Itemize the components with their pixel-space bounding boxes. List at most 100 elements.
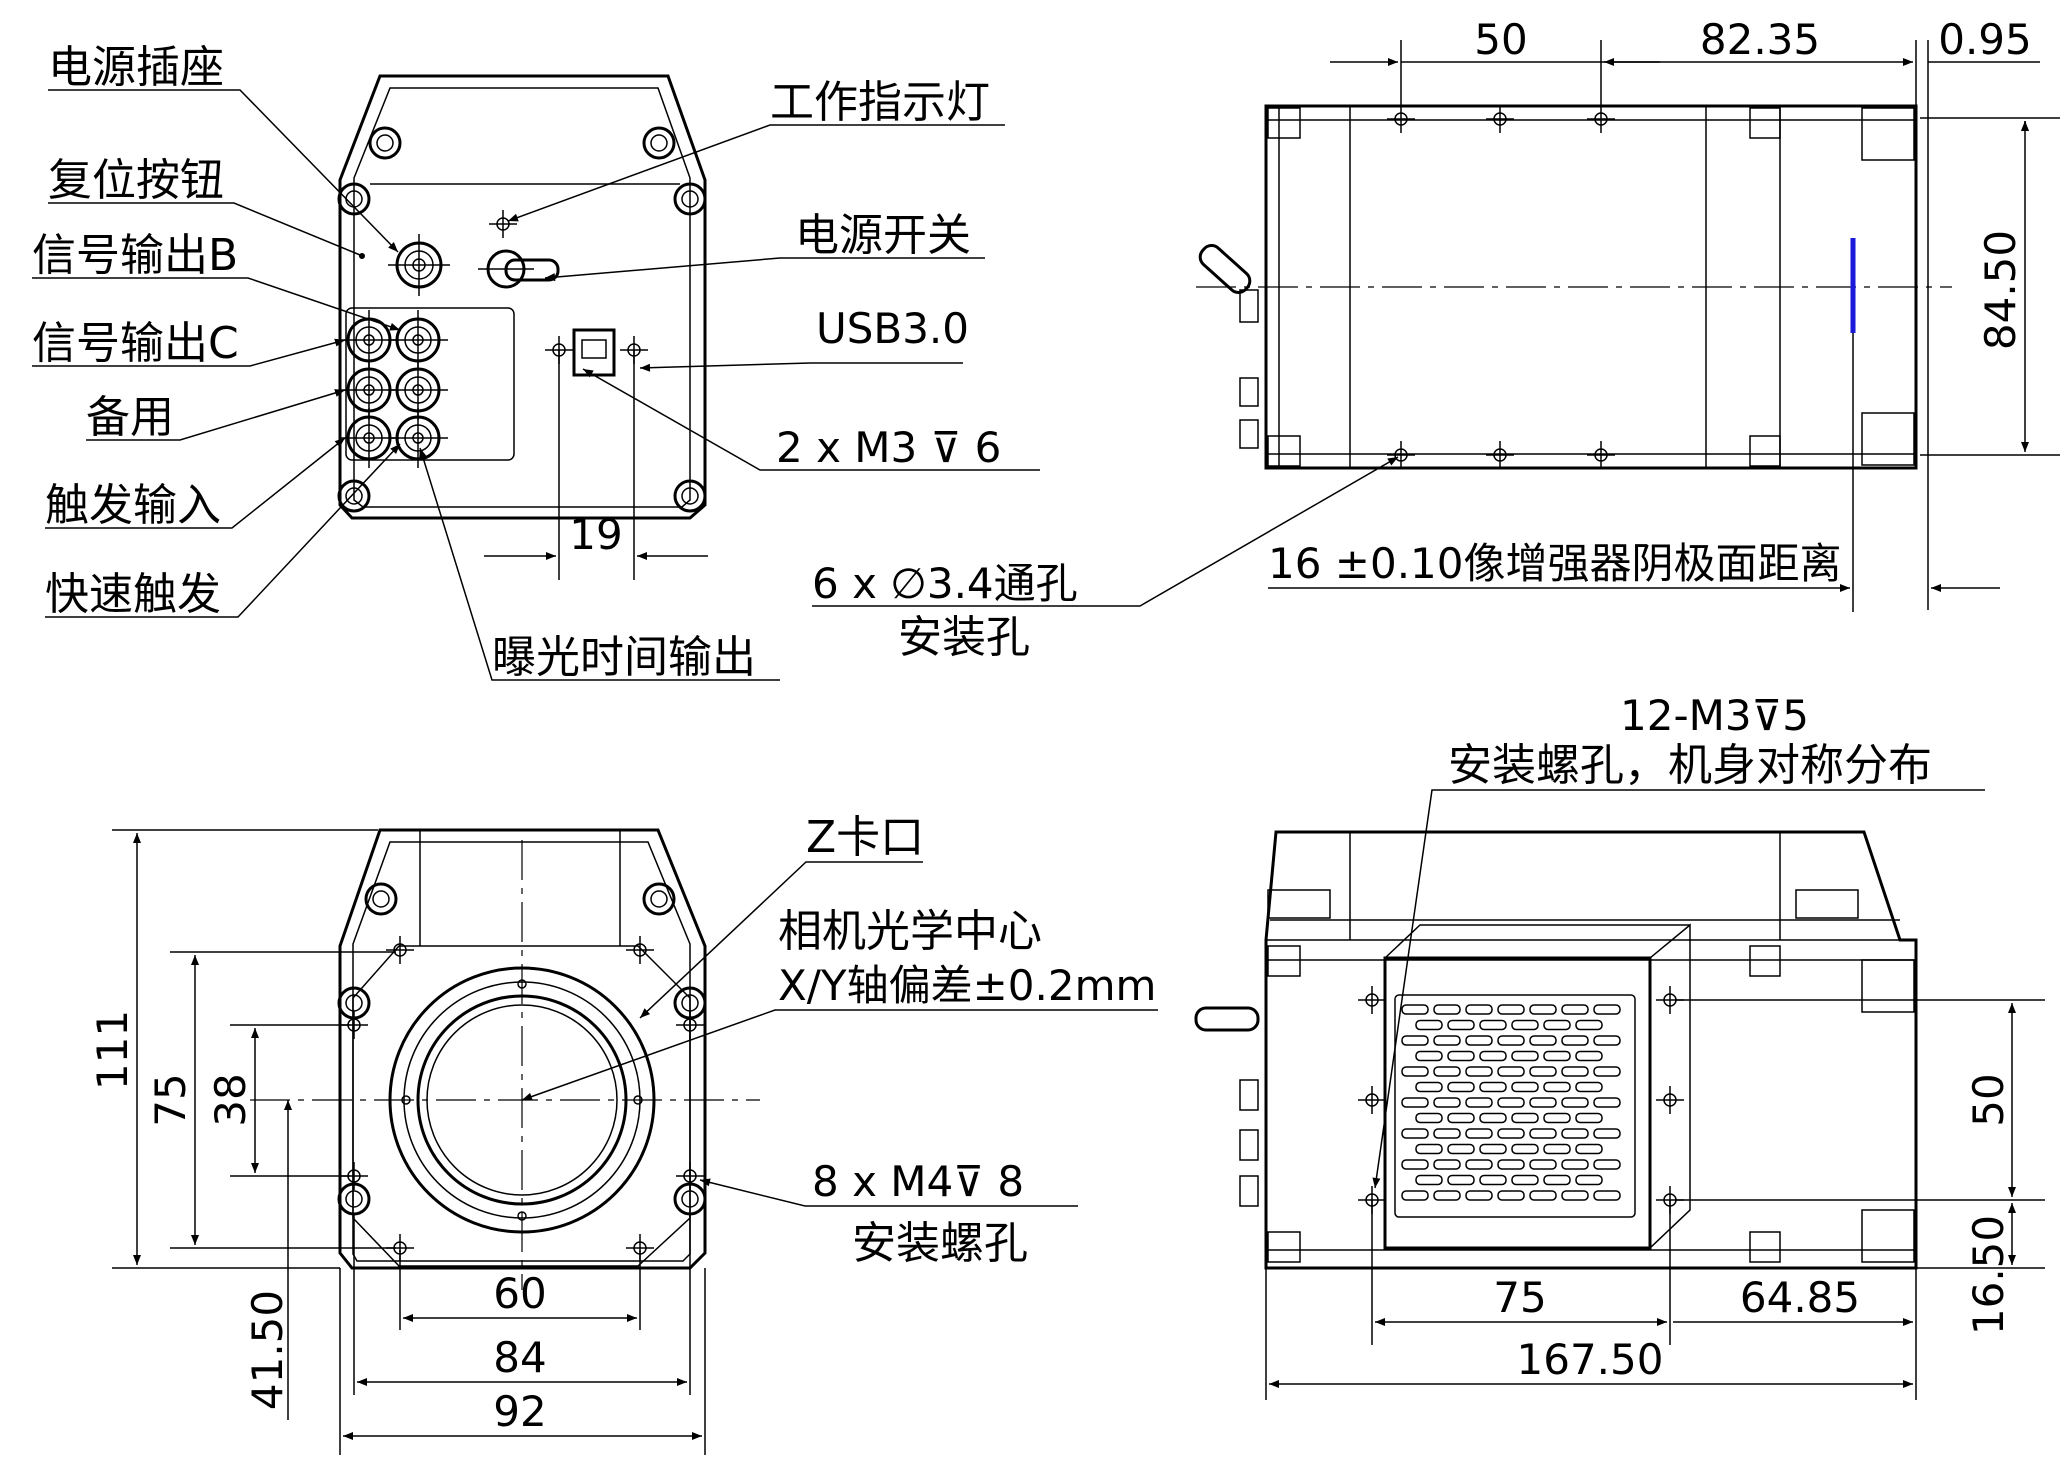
usb-port (544, 328, 649, 377)
vent-slot (1575, 1174, 1603, 1186)
dim-75-side-text: 75 (1493, 1273, 1546, 1322)
vent-slot (1511, 1081, 1539, 1093)
vent-slot (1401, 1159, 1429, 1170)
vent-slot (1593, 1159, 1621, 1170)
vent-slot (1561, 1190, 1589, 1201)
vent-slot (1465, 1159, 1493, 1170)
dim-38-text: 38 (206, 1073, 255, 1126)
label-signal-out-c: 信号输出C (32, 318, 239, 369)
back-view: 19 电源插座 复位按钮 信号输出B 信号输出C 备用 触发输入 快速触发 (32, 42, 1040, 683)
dim-41-50-text: 41.50 (243, 1290, 292, 1410)
front-view: 111 75 38 41.50 60 84 92 (88, 812, 1158, 1455)
dim-84-50-text: 84.50 (1976, 230, 2025, 350)
vent-slot (1529, 1190, 1557, 1201)
vent-slot (1479, 1143, 1507, 1155)
back-labels: 电源插座 复位按钮 信号输出B 信号输出C 备用 触发输入 快速触发 曝光时间输… (32, 42, 1001, 683)
top-view: 50 82.35 0.95 84.50 16 ±0.10像增强器阴极面距离 6 … (812, 15, 2060, 663)
dim-75-front-text: 75 (146, 1073, 195, 1126)
vent-slot (1561, 1097, 1589, 1108)
vent-slot (1401, 1004, 1429, 1015)
vent-slot (1447, 1019, 1475, 1031)
dim-19-text: 19 (569, 510, 622, 559)
corner-screws (337, 126, 707, 513)
vent-slot (1511, 1019, 1539, 1031)
vent-slot (1511, 1174, 1539, 1186)
vent-slot (1415, 1143, 1443, 1155)
vent-slot (1401, 1035, 1429, 1046)
dim-64-85-text: 64.85 (1740, 1273, 1860, 1322)
vent-slot (1543, 1050, 1571, 1062)
label-z-mount: Z卡口 (806, 812, 924, 863)
vent-slot (1447, 1143, 1475, 1155)
top-dimensions: 50 82.35 0.95 84.50 16 ±0.10像增强器阴极面距离 6 … (812, 15, 2060, 663)
vent-slot (1415, 1174, 1443, 1186)
dim-19: 19 (484, 350, 708, 580)
vent-slot (1447, 1174, 1475, 1186)
vent-slot (1529, 1159, 1557, 1170)
vent-slot (1529, 1004, 1557, 1015)
vent-slot (1561, 1004, 1589, 1015)
vent-slot (1479, 1019, 1507, 1031)
vent-slots (1401, 1004, 1621, 1201)
vent-slot (1593, 1190, 1621, 1201)
label-mount-holes-line1: 6 x ∅3.4通孔 (812, 559, 1078, 608)
vent-slot (1561, 1128, 1589, 1139)
vent-slot (1511, 1112, 1539, 1124)
back-body-outline (338, 74, 707, 520)
dim-111-text: 111 (88, 1010, 137, 1090)
vent-slot (1497, 1128, 1525, 1139)
vent-slot (1497, 1066, 1525, 1077)
vent-slot (1543, 1112, 1571, 1124)
vent-slot (1401, 1128, 1429, 1139)
bnc-connectors (337, 308, 450, 470)
indicator-led (488, 209, 518, 239)
dim-16-50-text: 16.50 (1964, 1215, 2013, 1335)
vent-slot (1415, 1050, 1443, 1062)
dim-50-side-text: 50 (1964, 1073, 2013, 1126)
vent-slot (1575, 1081, 1603, 1093)
dim-0-95-text: 0.95 (1938, 15, 2032, 64)
label-exposure-out: 曝光时间输出 (492, 632, 756, 683)
vent-slot (1465, 1066, 1493, 1077)
vent-slot (1575, 1050, 1603, 1062)
label-power-switch: 电源开关 (795, 210, 971, 261)
label-spare: 备用 (86, 392, 174, 443)
vent-slot (1511, 1143, 1539, 1155)
vent-slot (1593, 1004, 1621, 1015)
vent-slot (1433, 1066, 1461, 1077)
vent-slot (1543, 1081, 1571, 1093)
vent-slot (1497, 1159, 1525, 1170)
side-connectors (1194, 1006, 1260, 1207)
label-cathode-distance: 16 ±0.10像增强器阴极面距离 (1268, 539, 1842, 588)
power-socket-connector (388, 234, 450, 296)
label-fast-trigger: 快速触发 (45, 569, 221, 620)
vent-slot (1497, 1035, 1525, 1046)
vent-slot (1415, 1112, 1443, 1124)
vent-slot (1543, 1143, 1571, 1155)
label-m3-12-line2: 安装螺孔，机身对称分布 (1448, 740, 1932, 791)
z-mount-ring (250, 840, 760, 1290)
vent-slot (1529, 1035, 1557, 1046)
vent-slot (1543, 1019, 1571, 1031)
vent-slot (1433, 1097, 1461, 1108)
vent-slot (1447, 1050, 1475, 1062)
vent-slot (1415, 1081, 1443, 1093)
vent-slot (1401, 1190, 1429, 1201)
vent-slot (1593, 1128, 1621, 1139)
dim-84-text: 84 (493, 1333, 546, 1382)
label-m3-holes: 2 x M3 ⊽ 6 (776, 423, 1001, 472)
vent-slot (1447, 1112, 1475, 1124)
vent-slot (1497, 1097, 1525, 1108)
vent-slot (1433, 1004, 1461, 1015)
label-m3-12-line1: 12-M3⊽5 (1620, 691, 1809, 740)
front-dimensions: 111 75 38 41.50 60 84 92 (88, 829, 706, 1455)
vent-slot (1561, 1066, 1589, 1077)
vent-slot (1465, 1035, 1493, 1046)
label-m4-holes-line2: 安装螺孔 (852, 1218, 1028, 1269)
vent-slot (1593, 1097, 1621, 1108)
label-reset-button: 复位按钮 (48, 155, 224, 206)
vent-slot (1465, 1190, 1493, 1201)
dim-92-text: 92 (493, 1387, 546, 1436)
vent-slot (1529, 1097, 1557, 1108)
